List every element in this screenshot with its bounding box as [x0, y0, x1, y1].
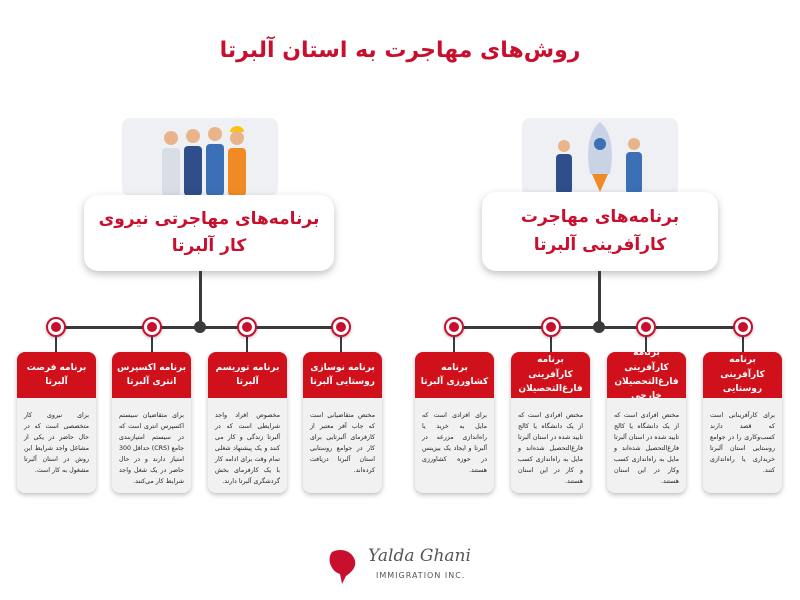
program-description: مختص متقاضیانی است که جاب آفر معتبر از ک… [310, 412, 375, 475]
workers-illustration [122, 118, 278, 196]
node-marker [444, 317, 464, 337]
program-card: برنامه کشاورزی آلبرتا برای افرادی است که … [415, 352, 494, 493]
program-title: برنامه کارآفرینی فارغ‌التحصیلان خارجی [607, 352, 686, 401]
program-card: برنامه کارآفرینی فارغ‌التحصیلان مختص افرا… [511, 352, 590, 493]
connector [453, 330, 455, 352]
program-card: برنامه کارآفرینی روستایی برای کارآفرینانی… [703, 352, 782, 493]
program-description: برای نیروی کار متخصصی است که در حال حاضر… [24, 412, 89, 475]
program-card: برنامه اکسپرس انتری آلبرتا برای متقاضیان … [112, 352, 191, 493]
connector [340, 330, 342, 352]
node-marker [636, 317, 656, 337]
program-description: برای کارآفرینانی است که قصد دارند کسب‌وک… [710, 412, 775, 475]
junction-dot [194, 321, 206, 333]
program-card: برنامه کارآفرینی فارغ‌التحصیلان خارجی مخت… [607, 352, 686, 493]
node-marker [541, 317, 561, 337]
node-marker [142, 317, 162, 337]
program-card: برنامه توریسم آلبرتا مخصوص افراد واجد شرا… [208, 352, 287, 493]
program-title: برنامه فرصت آلبرتا [17, 352, 96, 398]
group-title-entrepreneur: برنامه‌های مهاجرت کارآفرینی آلبرتا [482, 192, 718, 271]
connector [151, 330, 153, 352]
program-description: برای متقاضیان سیستم اکسپرس انتری است که … [119, 412, 184, 486]
program-title: برنامه توریسم آلبرتا [208, 352, 287, 398]
program-title: برنامه کارآفرینی روستایی [703, 352, 782, 398]
program-card: برنامه نوسازی روستایی آلبرتا مختص متقاضیا… [303, 352, 382, 493]
group-title-workforce: برنامه‌های مهاجرتی نیروی کار آلبرتا [84, 195, 334, 271]
page-title: روش‌های مهاجرت به استان آلبرتا [219, 38, 581, 63]
map-logo-icon [329, 550, 356, 584]
connector [550, 330, 552, 352]
node-marker [331, 317, 351, 337]
connector [246, 330, 248, 352]
program-description: مخصوص افراد واجد شرایطی است که در آلبرتا… [215, 412, 280, 486]
junction-dot [593, 321, 605, 333]
connector [55, 330, 57, 352]
connector [199, 271, 202, 327]
node-marker [237, 317, 257, 337]
program-card: برنامه فرصت آلبرتا برای نیروی کار متخصصی … [17, 352, 96, 493]
connector [742, 330, 744, 352]
program-description: برای افرادی است که مایل به خرید یا راه‌ا… [422, 412, 487, 475]
program-description: مختص افرادی است که از یک دانشگاه یا کالج… [518, 412, 583, 486]
node-marker [46, 317, 66, 337]
logo-subtitle: IMMIGRATION INC. [376, 571, 466, 580]
program-description: مختص افرادی است که از یک دانشگاه یا کالج… [614, 412, 679, 486]
program-title: برنامه کارآفرینی فارغ‌التحصیلان [511, 352, 590, 398]
connector [645, 330, 647, 352]
startup-rocket-illustration [522, 118, 678, 196]
logo-name: Yalda Ghani [368, 546, 471, 566]
program-title: برنامه کشاورزی آلبرتا [415, 352, 494, 398]
company-logo: Yalda Ghani IMMIGRATION INC. [320, 540, 480, 590]
program-title: برنامه نوسازی روستایی آلبرتا [303, 352, 382, 398]
program-title: برنامه اکسپرس انتری آلبرتا [112, 352, 191, 398]
node-marker [733, 317, 753, 337]
connector [598, 271, 601, 327]
